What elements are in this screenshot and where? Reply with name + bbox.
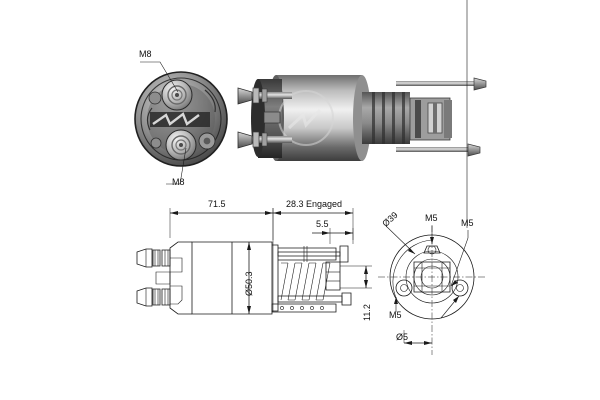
drawing-end-view [378, 0, 486, 355]
drawing-side-section [136, 241, 352, 315]
solenoid-front-photo [134, 71, 228, 167]
thread-label-m5-right: M5 [461, 218, 474, 228]
solenoid-side-photo [237, 75, 487, 161]
dim-label-5-5: 5.5 [316, 219, 329, 229]
dim-label-71-5: 71.5 [208, 199, 226, 209]
dim-label-11-2: 11.2 [362, 304, 372, 321]
dim-plunger-offset [312, 228, 354, 244]
thread-label-m5-bottom-left: M5 [389, 310, 402, 320]
dim-label-dia-5: Ø5 [396, 332, 409, 342]
dim-label-dia-50-3: Ø50.3 [244, 271, 254, 296]
dim-lever-height [340, 265, 372, 289]
dim-body-length [169, 208, 274, 312]
callout-m8-bottom: M8 [172, 177, 185, 187]
callout-m8-top: M8 [139, 49, 152, 59]
thread-label-m5-top: M5 [425, 213, 438, 223]
dim-body-diameter [247, 242, 251, 314]
dim-label-28-3-engaged: 28.3 Engaged [286, 199, 343, 209]
dim-engaged-length [273, 208, 354, 240]
